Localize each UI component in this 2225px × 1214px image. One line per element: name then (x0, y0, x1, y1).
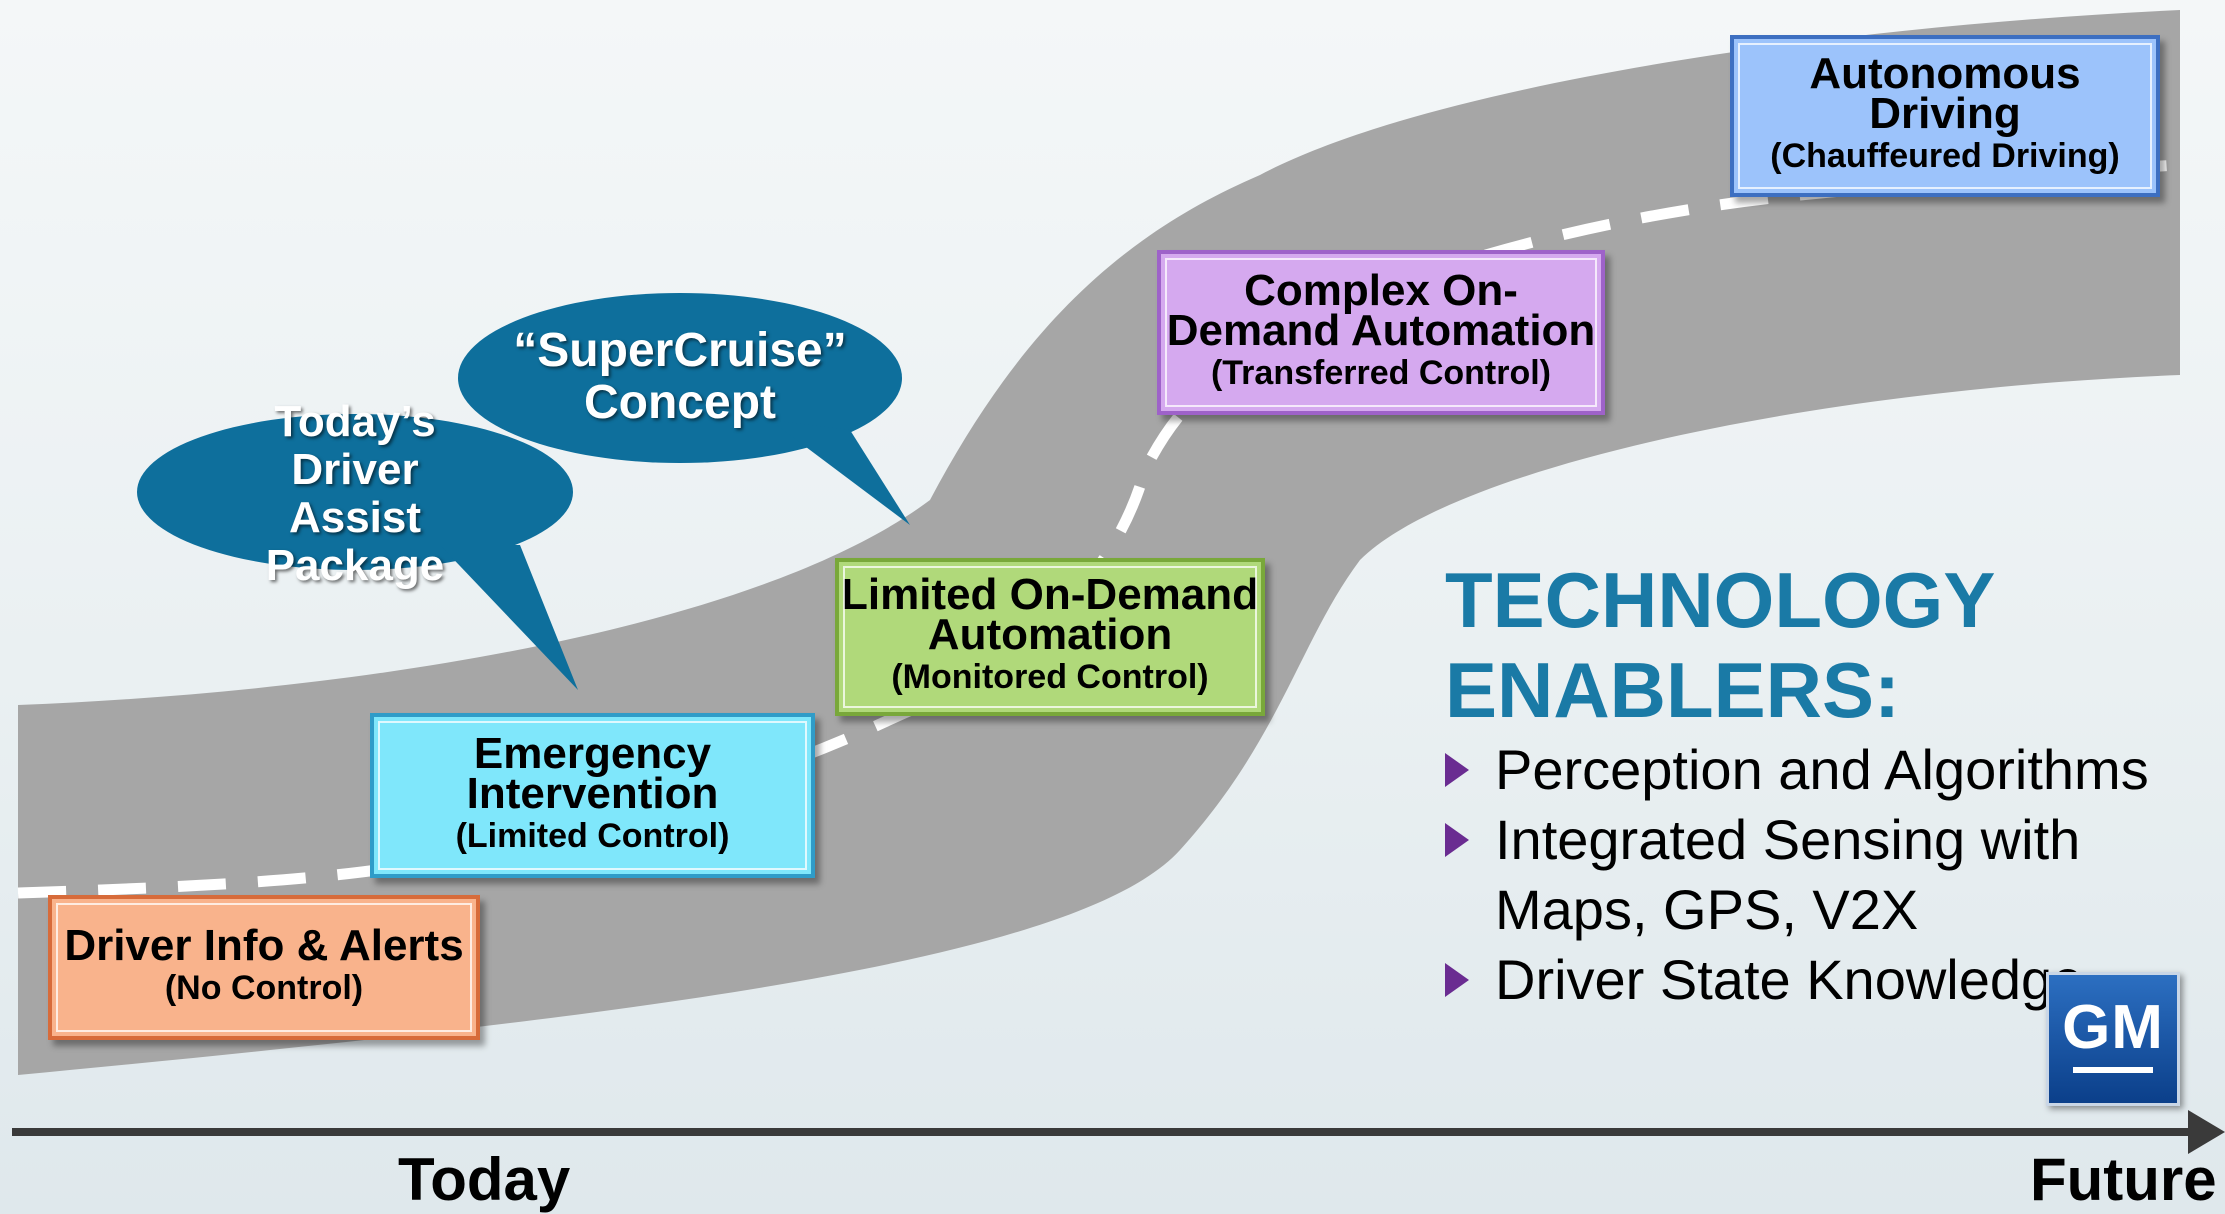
stage-limited: Limited On-Demand Automation (Monitored … (835, 558, 1265, 716)
bubble-supercruise-text: “SuperCruise” Concept (513, 324, 847, 429)
bullet-triangle-icon (1445, 753, 1469, 787)
stage-title: Driver Info & Alerts (64, 920, 464, 970)
stage-subtitle: (Transferred Control) (1210, 353, 1552, 392)
enabler-text: Driver State Knowledge (1495, 948, 2084, 1011)
bullet-triangle-icon (1445, 823, 1469, 857)
stage-driver-info: Driver Info & Alerts (No Control) (48, 895, 480, 1040)
stage-subtitle: (Monitored Control) (891, 658, 1209, 696)
stage-title: Limited On-Demand Automation (840, 570, 1260, 659)
stage-subtitle: (Chauffeured Driving) (1770, 137, 2120, 175)
enabler-item: Integrated Sensing with Maps, GPS, V2X (1445, 805, 2225, 945)
stage-title: Emergency Intervention (466, 728, 719, 818)
bubble-supercruise (458, 293, 910, 525)
stage-autonomous: Autonomous Driving (Chauffeured Driving) (1730, 35, 2160, 197)
timeline-arrow-icon (2188, 1110, 2225, 1154)
stage-subtitle: (Limited Control) (455, 816, 730, 855)
timeline-start-label: Today (398, 1146, 571, 1213)
bubble-today-text: Today’s Driver Assist Package (265, 397, 445, 590)
enablers-list: Perception and Algorithms Integrated Sen… (1445, 735, 2225, 1015)
stage-complex: Complex On-Demand Automation (Transferre… (1157, 250, 1605, 415)
gm-logo-text: GM (2062, 993, 2164, 1062)
stage-title: Complex On-Demand Automation (1166, 265, 1596, 355)
enablers-title: TECHNOLOGY ENABLERS: (1445, 556, 1994, 734)
bullet-triangle-icon (1445, 963, 1469, 997)
gm-logo-underline (2073, 1067, 2153, 1073)
gm-logo: GM (2046, 972, 2180, 1106)
enabler-text: Perception and Algorithms (1495, 738, 2149, 801)
enabler-item: Driver State Knowledge (1445, 945, 2225, 1015)
bubble-today (137, 414, 578, 690)
stage-emergency: Emergency Intervention (Limited Control) (370, 713, 815, 878)
stage-title: Autonomous Driving (1809, 49, 2081, 138)
enabler-item: Perception and Algorithms (1445, 735, 2225, 805)
enabler-text: Integrated Sensing with Maps, GPS, V2X (1495, 808, 2081, 941)
timeline-end-label: Future (2030, 1146, 2217, 1213)
stage-subtitle: (No Control) (164, 968, 364, 1007)
